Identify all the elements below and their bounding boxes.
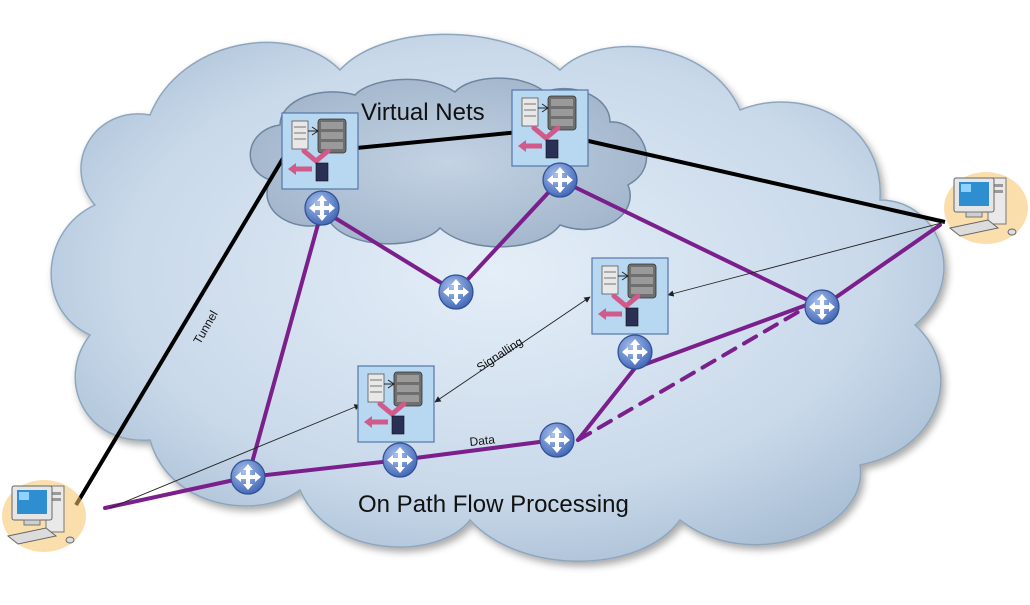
data-label: Data (469, 432, 496, 449)
processing-node-virtual-2 (512, 90, 588, 166)
router-icon (617, 334, 653, 370)
router-icon (542, 162, 578, 198)
on-path-label: On Path Flow Processing (358, 491, 629, 518)
tunnel-line (74, 128, 946, 507)
router-icon (304, 190, 340, 226)
router-icon (438, 274, 474, 310)
purple-links (103, 178, 942, 510)
processing-node-on-path (358, 366, 434, 442)
router-icon (539, 422, 575, 458)
signalling-arrows (109, 221, 946, 509)
router-icon (230, 459, 266, 495)
end-host-left (1, 479, 87, 553)
router-icon (804, 289, 840, 325)
end-host-right (943, 171, 1029, 245)
processing-node-virtual-1 (282, 113, 358, 189)
virtual-nets-label: Virtual Nets (361, 99, 485, 126)
router-icon (382, 442, 418, 478)
processing-node-signalling (592, 258, 668, 334)
